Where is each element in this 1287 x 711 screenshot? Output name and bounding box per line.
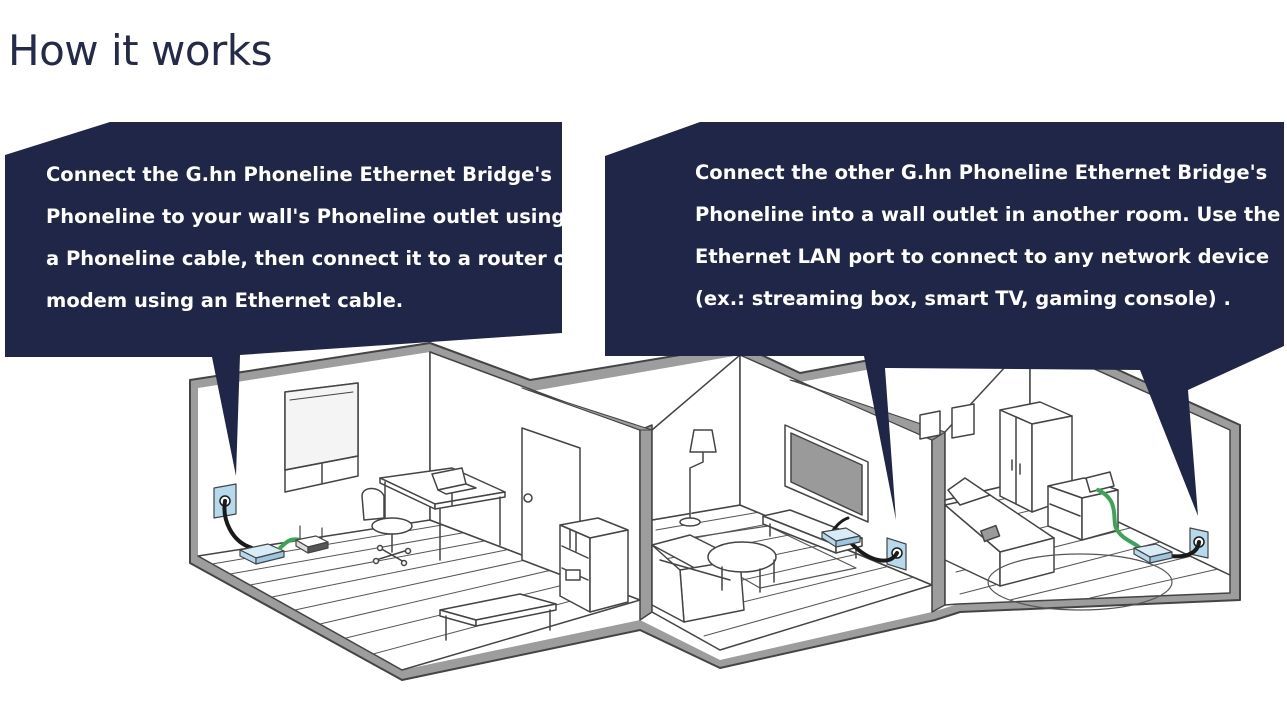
room2-coffee-table bbox=[707, 541, 777, 593]
room3-phone-cable bbox=[1168, 540, 1201, 559]
callout-bubble-2 bbox=[605, 122, 1284, 520]
callout-1-line: Connect the G.hn Phoneline Ethernet Brid… bbox=[46, 163, 552, 186]
callout-1-line: modem using an Ethernet cable. bbox=[46, 289, 404, 312]
room2-tv bbox=[784, 424, 869, 523]
room1-bookshelf bbox=[559, 517, 629, 613]
room3-bridge-device bbox=[1133, 543, 1173, 564]
room1-desk bbox=[379, 467, 506, 561]
callout-text-2: Connect the other G.hn Phoneline Etherne… bbox=[695, 152, 1280, 320]
room2-phone-cable bbox=[850, 542, 899, 563]
house-cutaway bbox=[189, 329, 1241, 681]
callout-2-line: Phoneline into a wall outlet in another … bbox=[695, 203, 1281, 226]
room1-bench bbox=[439, 593, 557, 641]
room3-wall-frames bbox=[919, 403, 975, 440]
callout-2-line: Ethernet LAN port to connect to any netw… bbox=[695, 245, 1270, 268]
room3-ethernet-cable bbox=[1096, 488, 1142, 550]
room1-router bbox=[295, 525, 329, 554]
partition-wall-2 bbox=[931, 431, 946, 613]
room3-bed bbox=[944, 477, 1055, 587]
page-title: How it works bbox=[8, 26, 273, 75]
callout-1-line: a Phoneline cable, then connect it to a … bbox=[46, 247, 577, 270]
room3-rug bbox=[987, 553, 1173, 611]
callout-bubble-1 bbox=[5, 122, 562, 476]
room1-window bbox=[284, 382, 359, 493]
room1-bridge-device bbox=[239, 543, 285, 565]
partition-wall-1 bbox=[639, 424, 653, 621]
callout-1-line: Phoneline to your wall's Phoneline outle… bbox=[46, 205, 566, 228]
room1-chair bbox=[361, 487, 413, 567]
room2-bridge-device bbox=[821, 527, 861, 548]
callout-2-line: (ex.: streaming box, smart TV, gaming co… bbox=[695, 287, 1231, 310]
room1-phone-cable bbox=[222, 499, 254, 550]
callout-text-1: Connect the G.hn Phoneline Ethernet Brid… bbox=[46, 154, 577, 322]
callout-2-line: Connect the other G.hn Phoneline Etherne… bbox=[695, 161, 1268, 184]
room2-floor-lamp bbox=[679, 429, 717, 527]
